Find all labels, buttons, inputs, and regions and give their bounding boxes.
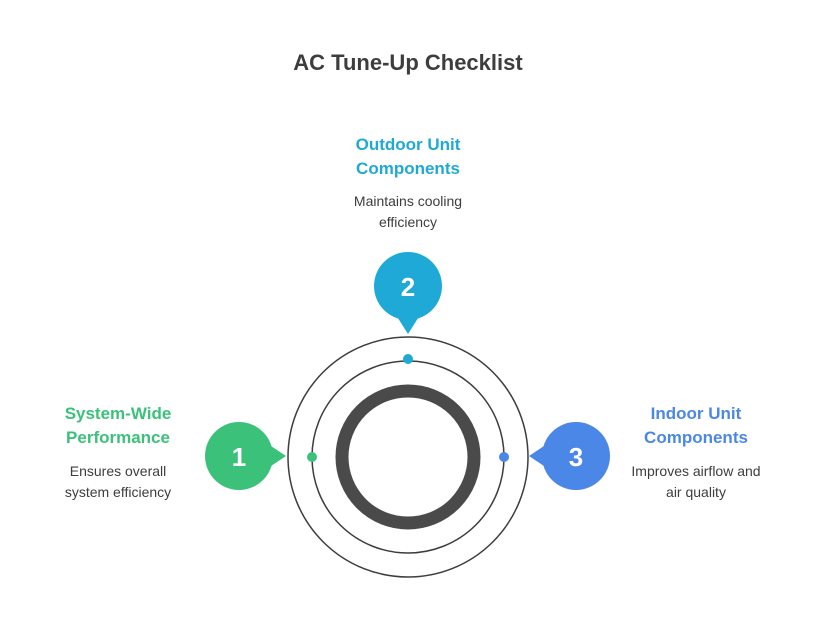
- desc-outdoor-line1: Maintains cooling: [353, 193, 463, 209]
- heading-system-line2: Performance: [66, 428, 170, 447]
- dot-system-wide: [307, 452, 317, 462]
- marker-3-circle: [542, 422, 610, 490]
- marker-3-number: 3: [569, 442, 583, 472]
- marker-1-number: 1: [232, 442, 246, 472]
- heading-indoor-line1: Indoor Unit: [650, 404, 742, 423]
- desc-outdoor-line2: efficiency: [378, 214, 438, 230]
- desc-indoor-line2: air quality: [666, 484, 726, 500]
- heading-indoor-line2: Components: [644, 428, 748, 447]
- desc-indoor-line1: Improves airflow and: [631, 463, 761, 479]
- desc-outdoor-unit: Maintains cooling efficiency: [300, 191, 516, 233]
- marker-1-circle: [205, 422, 273, 490]
- heading-outdoor-line2: Components: [356, 159, 460, 178]
- diagram-title: AC Tune-Up Checklist: [293, 50, 523, 75]
- marker-3: 3: [529, 422, 610, 490]
- heading-system-line1: System-Wide: [64, 404, 172, 423]
- heading-outdoor-unit: Outdoor Unit Components: [300, 133, 516, 181]
- dot-indoor: [499, 452, 509, 462]
- outer-ring: [287, 336, 529, 578]
- desc-system-line2: system efficiency: [64, 484, 172, 500]
- dot-outdoor: [403, 354, 413, 364]
- heading-indoor-unit: Indoor Unit Components: [610, 402, 782, 450]
- marker-1: 1: [205, 422, 286, 490]
- desc-system-wide: Ensures overall system efficiency: [36, 461, 200, 503]
- marker-2-number: 2: [401, 272, 415, 302]
- inner-ring: [335, 384, 481, 530]
- desc-system-line1: Ensures overall: [69, 463, 167, 479]
- marker-3-pointer: [529, 444, 547, 468]
- marker-2-pointer: [396, 315, 420, 334]
- heading-system-wide: System-Wide Performance: [36, 402, 200, 450]
- desc-indoor-unit: Improves airflow and air quality: [610, 461, 782, 503]
- marker-2-circle: [374, 252, 442, 320]
- marker-1-pointer: [268, 444, 286, 468]
- marker-2: 2: [374, 252, 442, 334]
- heading-outdoor-line1: Outdoor Unit: [355, 135, 461, 154]
